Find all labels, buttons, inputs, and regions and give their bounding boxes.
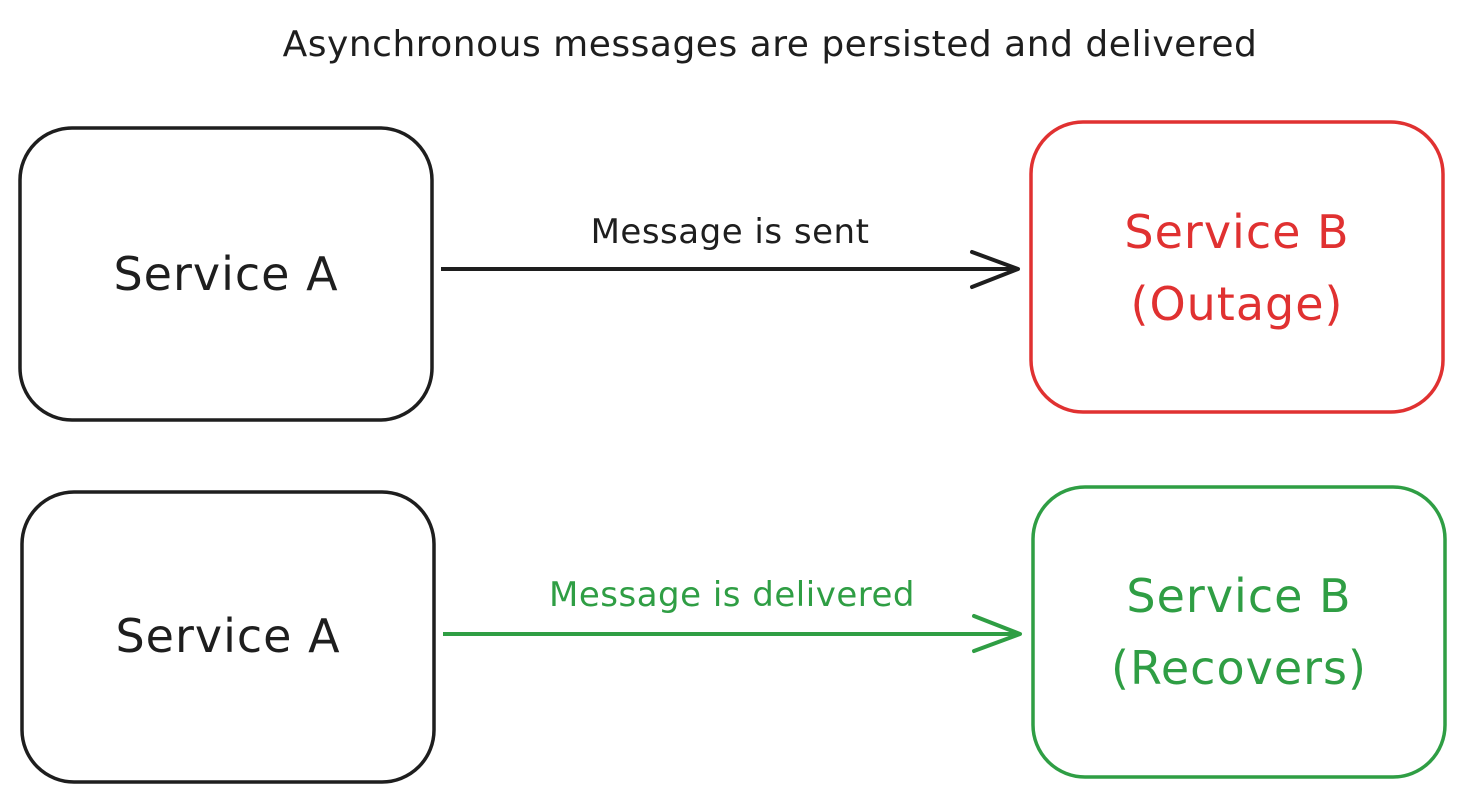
service-b-status-label: (Outage) xyxy=(1131,277,1344,331)
service-b-label: Service B xyxy=(1124,205,1349,259)
diagram-title: Asynchronous messages are persisted and … xyxy=(283,24,1258,65)
row-outage: Service A Message is sent Service B (Out… xyxy=(18,120,1445,422)
service-b-outage-box xyxy=(1029,120,1445,414)
service-b-label: Service B xyxy=(1126,569,1351,623)
service-b-recovers-box xyxy=(1031,485,1447,779)
message-delivered-label: Message is delivered xyxy=(549,575,915,615)
service-a-label: Service A xyxy=(113,247,338,301)
row-recovers: Service A Message is delivered Service B… xyxy=(20,485,1447,784)
arrowhead-icon xyxy=(970,250,1020,289)
arrowhead-icon xyxy=(972,614,1022,653)
message-sent-label: Message is sent xyxy=(591,212,870,252)
service-a-box xyxy=(18,126,434,422)
service-b-status-label: (Recovers) xyxy=(1111,641,1367,695)
service-a-label: Service A xyxy=(115,609,340,663)
service-a-box xyxy=(20,490,436,784)
